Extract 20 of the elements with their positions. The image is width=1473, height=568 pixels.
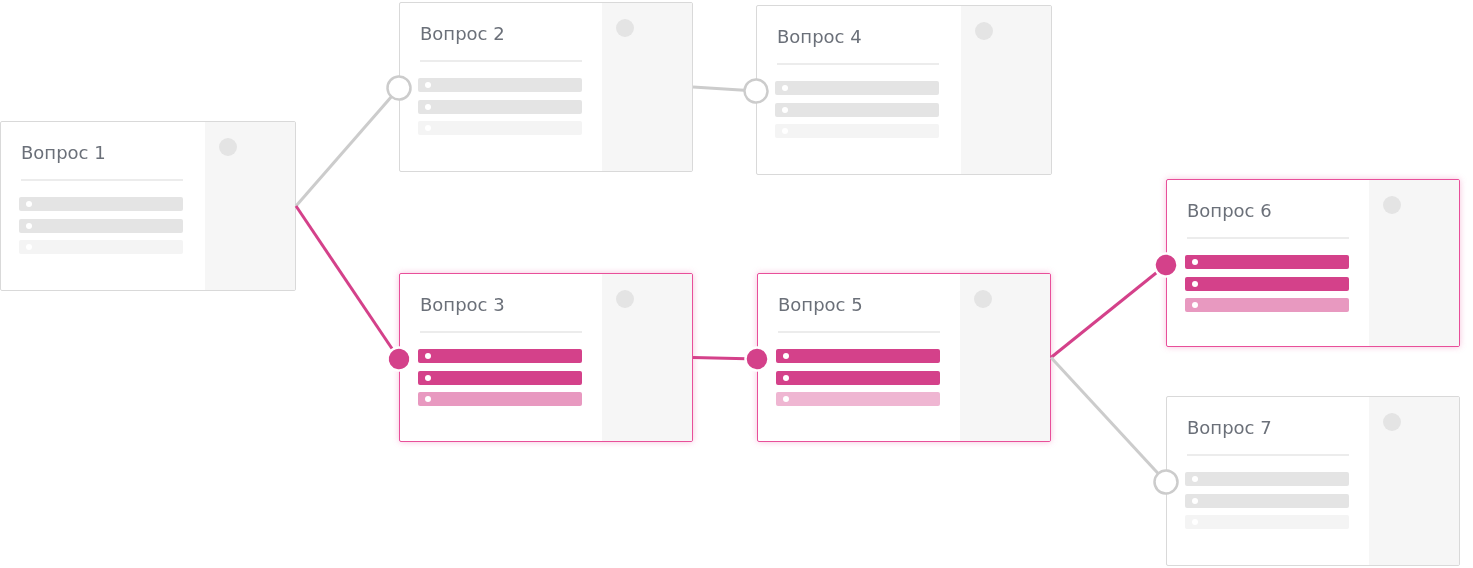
connector — [1050, 252, 1179, 359]
connector — [1049, 356, 1179, 495]
question-title: Вопрос 4 — [777, 26, 862, 47]
question-card — [399, 2, 693, 172]
question-card — [756, 5, 1052, 175]
connector — [692, 78, 769, 104]
question-title: Вопрос 2 — [420, 23, 505, 44]
question-title: Вопрос 6 — [1187, 200, 1272, 221]
question-title: Вопрос 5 — [778, 294, 863, 315]
question-card — [1166, 179, 1460, 347]
question-title: Вопрос 1 — [21, 142, 106, 163]
question-card — [399, 273, 693, 442]
connector — [294, 205, 412, 372]
connector — [692, 346, 770, 372]
question-card — [757, 273, 1051, 442]
connector — [294, 75, 412, 207]
question-title: Вопрос 3 — [420, 294, 505, 315]
question-title: Вопрос 7 — [1187, 417, 1272, 438]
question-card — [1166, 396, 1460, 566]
question-card — [0, 121, 296, 291]
